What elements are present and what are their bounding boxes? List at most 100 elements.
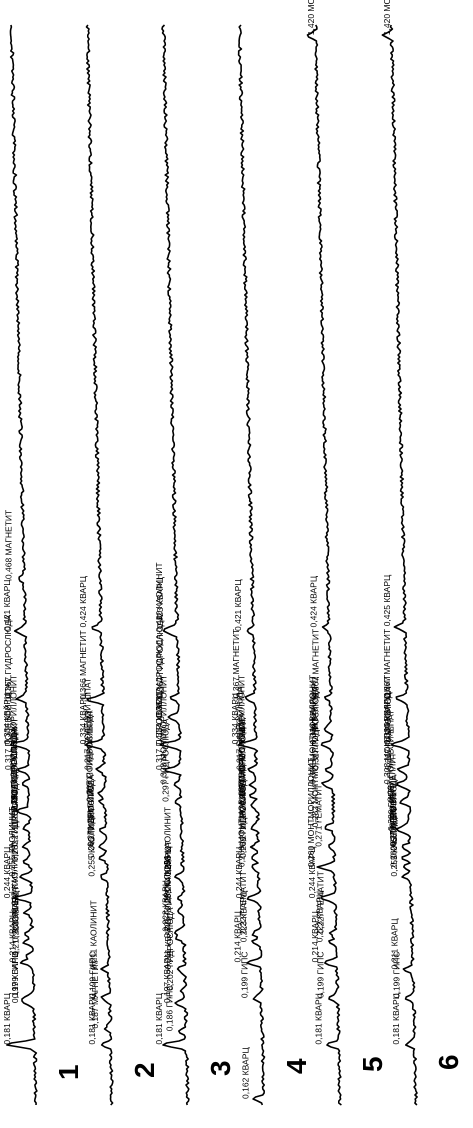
trace-number: 4 xyxy=(281,1058,312,1074)
peak-label: 0,202 ГИДРОСЛЮДА xyxy=(165,907,175,991)
peak-label: 0,227 ГЕМАТИТ xyxy=(316,871,326,933)
peak-label: 0,238 КАОЛИНИТ xyxy=(163,841,173,911)
peak-label: 0,421 КВАРЦ xyxy=(233,579,243,631)
peak-label: 0,260 МОНТМОРИЛЛОНИТ xyxy=(237,758,247,867)
peak-label: 0,280 ГИПС xyxy=(85,784,95,831)
peak-label: 0,317 ГИДРОСЛЮДА xyxy=(383,686,393,770)
peak-label: 0,366 МАГНЕТИТ xyxy=(78,630,88,699)
peak-label: 0,199 ГИПС xyxy=(316,952,326,999)
trace-number: 5 xyxy=(357,1056,388,1072)
peak-label: 0,255 КАОЛИНИТ xyxy=(7,807,17,877)
trace-number: 6 xyxy=(433,1054,464,1070)
peak-label: 0,244 КВАРЦ xyxy=(234,846,244,898)
peak-label: 0,211 КВАРЦ xyxy=(163,918,173,970)
peak-label: 0,291 ГИДРОСЛЮДА xyxy=(9,728,19,812)
trace-line-3 xyxy=(159,24,190,1106)
peak-label: 0,255 КАОЛИНИТ xyxy=(162,807,172,877)
peak-label: 0,225 ГИДРОСЛЮДА xyxy=(162,854,172,938)
peak-label: 0,244 КВАРЦ xyxy=(163,846,173,898)
peak-label: 0,271 ГЕМАТИТ xyxy=(314,784,324,846)
peak-label: 0,308 МОНТМОРИЛЛОНИТ xyxy=(236,675,246,784)
peak-label: 0,244 КВАРЦ xyxy=(307,846,317,898)
peak-label: 0,282 МОНТМОРИЛЛОНИТ xyxy=(9,718,19,827)
trace-line-6 xyxy=(381,24,418,1106)
peak-label: 0,223 КВАРЦ xyxy=(314,890,324,942)
peak-label: 0,199 ГИПС xyxy=(88,952,98,999)
peak-label: 0,424 КВАРЦ xyxy=(78,575,88,627)
peak-label: 0,181 КВАРЦ xyxy=(313,992,323,1044)
peak-label: 0,271 ГЕМАТИТ xyxy=(86,784,96,846)
trace-line-5 xyxy=(306,24,342,1106)
peak-label: 0,295 ГИДРОСЛЮДА xyxy=(237,722,247,806)
peak-label: 0,162 КВАРЦ xyxy=(240,1047,250,1099)
peak-label: 0,260 БЕЙДЕЛЛИТ xyxy=(388,792,399,867)
peak-label: 0,227 ГЕМАТИТ xyxy=(10,871,20,933)
peak-label: 0,282 БЕЙДЕЛЛИТ xyxy=(387,752,398,827)
peak-label: 0,301 ГИДРОСЛЮДА xyxy=(237,712,247,796)
peak-label: 0,199 ГИПС xyxy=(240,952,250,999)
peak-label: 1,420 МОНТМОРИЛЛОНИТ xyxy=(306,0,316,35)
peak-label: 0,317 ГИДРОСЛЮДА xyxy=(154,686,164,770)
peak-label: 0,317 ПОЛЕВОЙ ШПАТ xyxy=(81,678,92,770)
peak-label: 0,308 МОНТМОРИЛЛОНИТ xyxy=(307,675,317,784)
peak-label: 0,271 ГЕМАТИТ xyxy=(238,784,248,846)
peak-label: 0,317 ПОЛЕВОЙ ШПАТ xyxy=(2,678,13,770)
peak-label: 0,317 ГИДРОСЛЮДА xyxy=(310,686,320,770)
peak-label: 0,297 ПОЛЕВОЙ ШПАТ xyxy=(385,710,396,802)
peak-label: 0,308 МОНТМОРИЛЛОНИТ xyxy=(8,675,18,784)
peak-label: 0,297 ПОЛЕВОЙ ШПАТ xyxy=(84,710,95,802)
peak-label: 0,334 КВАРЦ xyxy=(154,692,164,744)
peak-label: 0,302 ГИДРОСЛЮДА xyxy=(85,710,95,794)
peak-label: 0,197 КВАРЦ xyxy=(10,951,20,1003)
peak-label: 0,367 МАГНЕТИТ xyxy=(231,629,241,698)
peak-label: 0,181 КВАРЦ xyxy=(391,992,401,1044)
peak-label: 0,265 ГИДРОСЛЮДА xyxy=(86,774,96,858)
peak-label: 0,282 МОНТМОРИЛЛОНИТ xyxy=(310,718,320,827)
peak-label: 0,421 КВАРЦ xyxy=(2,579,12,631)
peak-label: 0,197 КВАРЦ xyxy=(162,951,172,1003)
trace-line-2 xyxy=(84,24,114,1106)
peak-label: 0,468 МАГНЕТИТ xyxy=(4,510,14,579)
peak-label: 0,211 КАОЛИНИТ xyxy=(89,900,99,969)
peak-label: 0,214 КВАРЦ xyxy=(310,910,320,962)
peak-label: 0,308 МОНТМОРИЛЛОНИТ xyxy=(159,675,169,784)
peak-label: 0,181 КВАРЦ xyxy=(154,992,164,1044)
peak-label: 0,425 КВАРЦ xyxy=(382,574,392,626)
peak-label: 0,334 КВАРЦ xyxy=(382,692,392,744)
peak-label: 0,181 КВАРЦ xyxy=(87,992,97,1044)
peak-label: 0,186 ГИПС xyxy=(164,985,174,1032)
peak-label: 0,420 КАОЛИНИТ xyxy=(154,562,164,632)
peak-label: 0,334 КВАРЦ xyxy=(308,692,318,744)
peak-label: 0,237 КАОЛИНИТ xyxy=(10,843,20,913)
peak-label: 0,181 КВАРЦ xyxy=(2,992,12,1044)
peak-label: 0,260 МОНТМОРИЛЛОНИТ xyxy=(306,758,316,867)
peak-label: 1,420 МОНТМОРИЛЛОНИТ xyxy=(382,0,392,35)
peak-label: 0,317 ГИДРОСЛЮДА xyxy=(234,686,244,770)
peak-label: 0,263 ГИДРОСЛЮДА xyxy=(10,778,20,862)
peak-label: 0,282 МОНТМОРИЛЛОНИТ xyxy=(237,718,247,827)
peak-label: 0,255 КАОЛИНИТ xyxy=(86,807,96,877)
peak-label: 0,271 ГЕМАТИТ xyxy=(10,784,20,846)
peak-label: 0,244 КВАРЦ xyxy=(2,846,12,898)
trace-number: 1 xyxy=(53,1064,84,1080)
peak-label: 0,265 ГИДРОСЛЮДА xyxy=(238,774,248,858)
peak-label: 0,199 ГИПС xyxy=(392,952,402,999)
peak-label: 0,214 КВАРЦ xyxy=(232,910,242,962)
peak-label: 0,187 МАГНЕТИТ xyxy=(90,959,100,1028)
trace-number: 2 xyxy=(129,1062,160,1078)
peak-label: 0,217 КАОЛИНИТ xyxy=(11,886,21,956)
peak-label: 0,367 МАГНЕТИТ xyxy=(382,629,392,698)
peak-label: 0,345 КВАРЦ xyxy=(309,676,319,728)
peak-label: 0,228 КВАРЦ xyxy=(160,879,170,931)
trace-line-4 xyxy=(237,24,266,1106)
peak-label: 0,334 КВАРЦ xyxy=(230,692,240,744)
trace-number: 3 xyxy=(205,1060,236,1076)
